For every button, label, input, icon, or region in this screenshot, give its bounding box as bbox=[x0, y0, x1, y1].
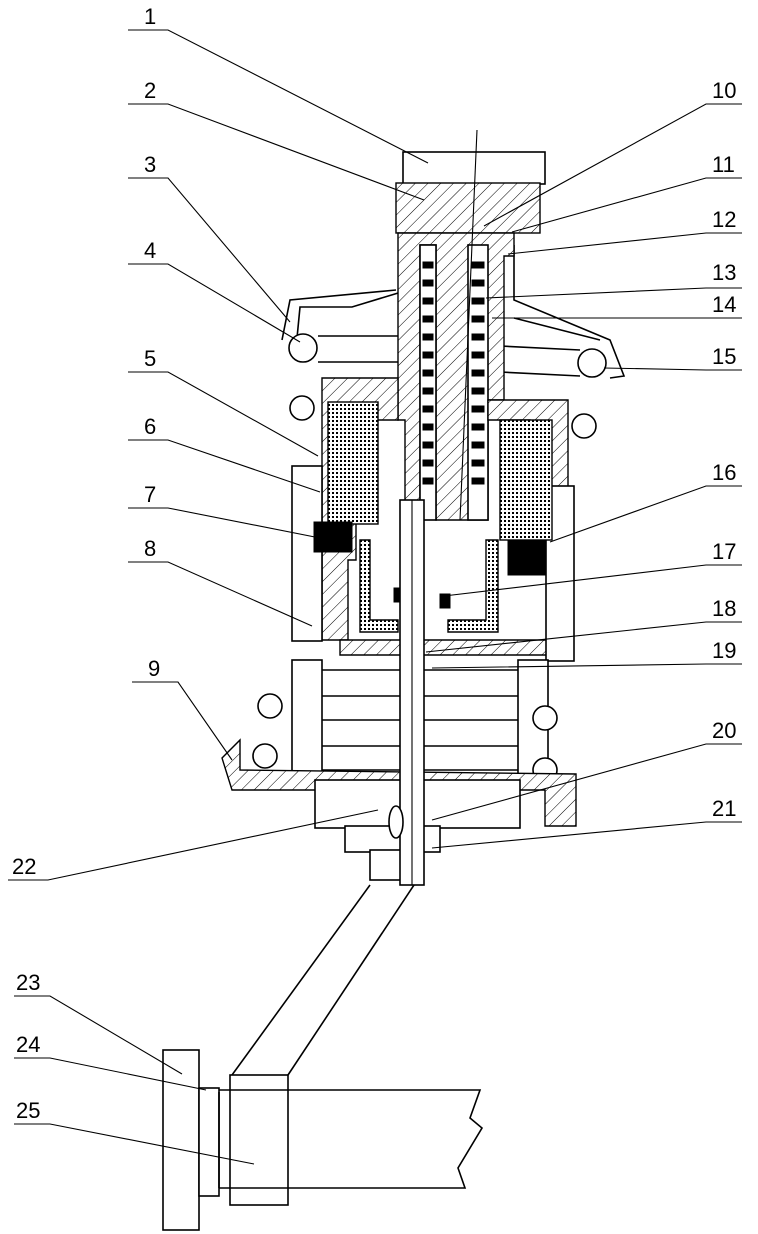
label-6: 6 bbox=[144, 414, 156, 439]
bracket-and-cylinder bbox=[163, 1050, 482, 1230]
label-16: 16 bbox=[712, 460, 736, 485]
linkage-arm bbox=[232, 885, 414, 1075]
part-number-labels: 1 2 3 4 5 6 7 8 9 10 11 12 13 14 15 16 1… bbox=[12, 4, 736, 1123]
label-13: 13 bbox=[712, 260, 736, 285]
label-10: 10 bbox=[712, 78, 736, 103]
label-22: 22 bbox=[12, 854, 36, 879]
label-24: 24 bbox=[16, 1032, 40, 1057]
label-4: 4 bbox=[144, 238, 156, 263]
label-15: 15 bbox=[712, 344, 736, 369]
label-3: 3 bbox=[144, 152, 156, 177]
label-2: 2 bbox=[144, 78, 156, 103]
label-11: 11 bbox=[712, 152, 735, 177]
label-5: 5 bbox=[144, 346, 156, 371]
label-8: 8 bbox=[144, 536, 156, 561]
label-17: 17 bbox=[712, 539, 736, 564]
center-rod bbox=[389, 500, 424, 885]
top-cap bbox=[396, 152, 545, 233]
label-1: 1 bbox=[144, 4, 156, 29]
label-23: 23 bbox=[16, 970, 40, 995]
label-18: 18 bbox=[712, 596, 736, 621]
label-19: 19 bbox=[712, 638, 736, 663]
label-7: 7 bbox=[144, 482, 156, 507]
label-9: 9 bbox=[148, 656, 160, 681]
label-25: 25 bbox=[16, 1098, 40, 1123]
leader-lines bbox=[8, 30, 742, 1164]
label-21: 21 bbox=[712, 796, 736, 821]
label-12: 12 bbox=[712, 207, 736, 232]
label-14: 14 bbox=[712, 292, 736, 317]
label-20: 20 bbox=[712, 718, 736, 743]
